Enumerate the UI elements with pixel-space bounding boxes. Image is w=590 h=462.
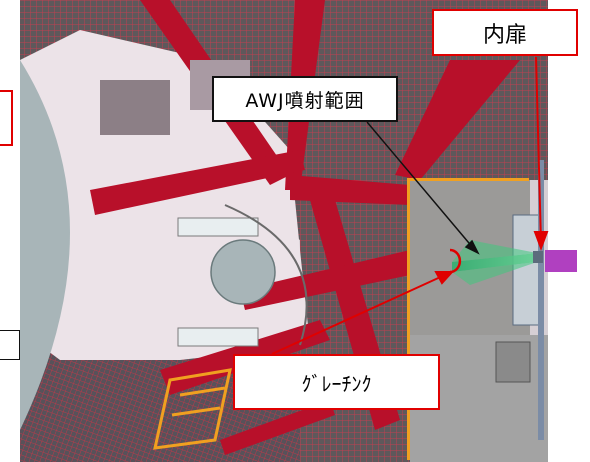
door-rail (538, 160, 544, 440)
hatch-rail (224, 204, 308, 346)
left-red-frame-fragment (0, 90, 13, 146)
arrow-awj (366, 121, 480, 255)
grating-label: ｸﾞﾚｰﾁﾝｸ (301, 371, 372, 396)
platform-box (495, 341, 531, 383)
awj-spray (452, 253, 537, 272)
chamber-frame-left (407, 178, 410, 460)
awj-range-label: AWJ噴射範囲 (245, 89, 365, 112)
grating-callout: ｸﾞﾚｰﾁﾝｸ (233, 354, 440, 410)
nozzle-purple (545, 250, 577, 272)
cylinder-top (177, 217, 259, 237)
chamber-frame (407, 178, 529, 181)
vessel-wall (20, 60, 70, 430)
inner-door-label: 内扉 (482, 22, 527, 48)
inner-door-callout: 内扉 (432, 9, 578, 56)
arrow-door (533, 56, 549, 251)
nozzle-head (533, 251, 543, 263)
cylinder-bottom (177, 327, 259, 347)
arrow-grating (271, 271, 455, 355)
left-black-frame-fragment (0, 330, 20, 360)
awj-range-callout: AWJ噴射範囲 (212, 76, 398, 122)
floor-panel (100, 80, 170, 135)
round-hatch (210, 239, 276, 305)
orange-stair (153, 368, 232, 450)
